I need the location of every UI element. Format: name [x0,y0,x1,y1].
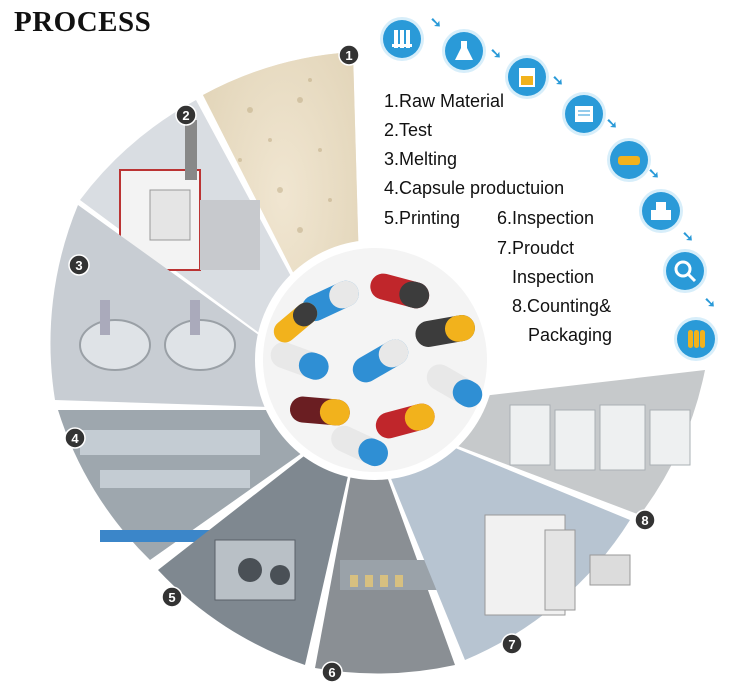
capsules-icon [677,320,715,358]
step-3-label: 3.Melting [384,149,458,169]
segment-number-1: 1 [345,48,352,63]
step-7-label: 7.Proudct [497,238,575,258]
step-1-label: 1.Raw Material [384,91,505,111]
segment-number-5: 5 [168,590,175,605]
step-6-label: 6.Inspection [497,208,595,228]
flask-icon [445,32,483,70]
segment-6-inspection [315,410,455,674]
step-8-label-cont: Packaging [528,325,613,345]
test-tubes-icon [383,20,421,58]
step-5-label: 5.Printing [384,208,461,228]
segment-number-6: 6 [328,665,335,680]
segment-number-4: 4 [71,431,79,446]
segment-number-3: 3 [75,258,82,273]
machine-icon [642,192,680,230]
arrow-icon: ➘ [490,45,502,61]
step-8-label: 8.Counting& [512,296,612,316]
arrow-icon: ➘ [606,115,618,131]
capsule-pile [270,273,483,467]
beaker-icon [508,58,546,96]
step-4-label: 4.Capsule productuion [384,178,565,198]
page-title: PROCESS [14,6,152,38]
magnifier-icon [666,252,704,290]
segment-number-2: 2 [182,108,189,123]
capsule-tray-icon [610,141,648,179]
document-icon [565,95,603,133]
step-7-label-cont: Inspection [512,267,595,287]
arrow-icon: ➘ [430,14,442,30]
segment-number-7: 7 [508,637,515,652]
arrow-icon: ➘ [704,294,716,310]
arrow-icon: ➘ [552,72,564,88]
segment-number-8: 8 [641,513,648,528]
segment-5-printing [158,410,363,665]
arrow-icon: ➘ [648,165,660,181]
arrow-icon: ➘ [682,228,694,244]
step-2-label: 2.Test [384,120,433,140]
